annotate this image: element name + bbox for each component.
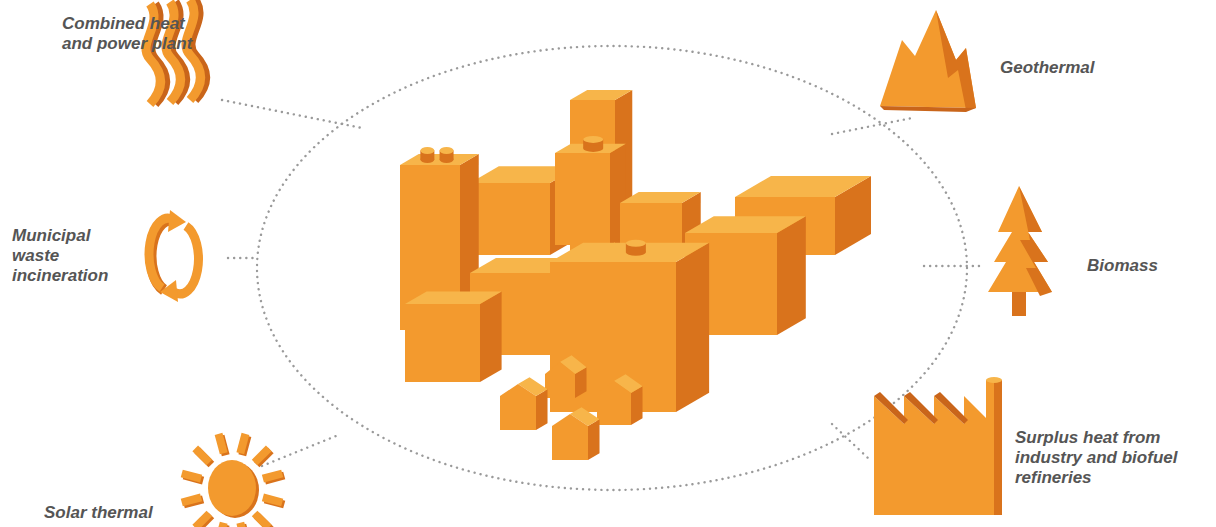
source-label: Surplus heat from industry and biofuel r…	[1015, 428, 1207, 488]
source-label: Biomass	[1087, 256, 1197, 276]
sun-ray	[240, 523, 245, 527]
recycle-arrowhead	[160, 280, 178, 302]
source-label: Combined heat and power plant	[62, 14, 212, 54]
house-block	[545, 355, 587, 398]
building-side	[480, 291, 502, 382]
sun-ray	[182, 497, 201, 502]
building-front	[597, 393, 631, 425]
mountain-shade	[936, 10, 976, 110]
tree-shade	[1019, 186, 1052, 296]
sun-ray	[255, 448, 269, 462]
house-gable	[552, 414, 588, 426]
leader-line	[222, 100, 362, 128]
geothermal-icon	[880, 10, 976, 112]
city-boundary-ellipse	[257, 46, 967, 490]
rooftop-cylinder-base	[626, 249, 646, 256]
building-side	[536, 389, 548, 430]
mountain-base	[880, 106, 976, 112]
sun-ray	[240, 434, 245, 453]
sun-disc	[208, 460, 256, 516]
house-block	[552, 407, 600, 460]
house-block	[597, 374, 643, 425]
factory-roof-shade	[874, 392, 908, 424]
leader-line	[228, 257, 256, 259]
chimney-top	[986, 377, 1002, 383]
recycle-arc	[174, 226, 198, 294]
leader-line	[262, 436, 336, 466]
sun-ray	[255, 513, 269, 527]
building-front	[545, 374, 575, 398]
building-roof	[735, 176, 871, 197]
leader-line	[832, 424, 868, 458]
building-side	[777, 216, 806, 335]
building-roof	[570, 90, 632, 100]
building-front	[552, 426, 588, 460]
source-label: Municipal waste incineration	[12, 226, 124, 286]
chimney	[986, 380, 1002, 515]
rooftop-cylinder-top	[420, 147, 434, 154]
building-front	[470, 183, 550, 255]
building-roof	[620, 192, 701, 203]
factory-roof-shade	[904, 392, 938, 424]
factory-icon	[874, 377, 1002, 515]
rooftop-cylinder-top	[626, 240, 646, 247]
biomass-icon	[988, 186, 1052, 316]
source-label: Solar thermal	[44, 503, 194, 523]
leader-line	[832, 118, 912, 134]
solar-icon	[182, 434, 284, 527]
building-roof	[555, 144, 626, 153]
dotted-lines	[222, 46, 984, 490]
house-block	[500, 377, 548, 430]
sun-ray	[263, 474, 282, 479]
tree-trunk	[1012, 288, 1026, 316]
rooftop-cylinder-top	[440, 147, 454, 154]
city-buildings	[400, 90, 871, 460]
sun-ray	[195, 448, 209, 462]
rooftop-cylinder-base	[440, 156, 454, 163]
sun-ray	[219, 434, 224, 453]
rooftop-cylinder-base	[583, 145, 603, 152]
rooftop-cylinder-top	[583, 136, 603, 143]
sun-ray	[263, 497, 282, 502]
sun-ray	[219, 523, 224, 527]
building-front	[405, 304, 480, 382]
building-side	[676, 243, 709, 412]
sun-ray	[195, 513, 209, 527]
leader-line	[924, 265, 984, 267]
source-label: Geothermal	[1000, 58, 1150, 78]
sun-ray	[182, 474, 201, 479]
building-side	[631, 386, 643, 425]
factory-roof-shade	[934, 392, 968, 424]
building-side	[588, 419, 600, 460]
recycle-arrowhead	[168, 210, 186, 232]
recycle-icon	[149, 210, 198, 302]
building-front	[500, 396, 536, 430]
house-gable	[597, 381, 631, 393]
building-front	[555, 153, 610, 245]
rooftop-cylinder-base	[420, 156, 434, 163]
building-block	[405, 291, 502, 382]
building-roof	[685, 216, 806, 233]
building-roof	[400, 154, 479, 165]
house-gable	[545, 362, 575, 374]
chimney-front	[986, 380, 994, 515]
building-roof	[405, 291, 502, 304]
building-block	[555, 136, 626, 245]
house-gable	[500, 384, 536, 396]
